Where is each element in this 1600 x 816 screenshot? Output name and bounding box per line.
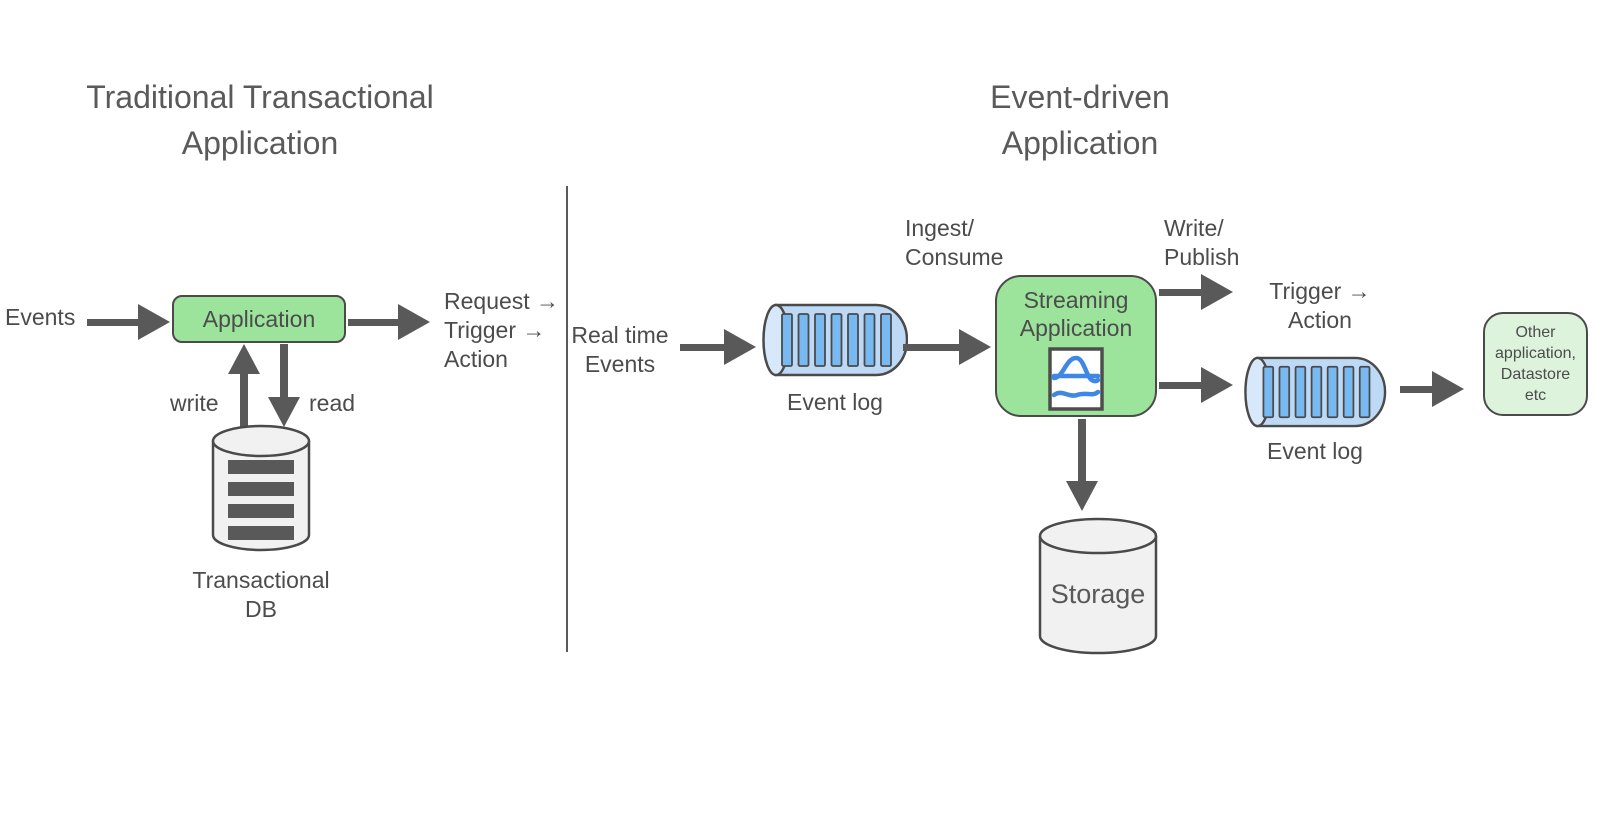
event-log-2-label: Event log — [1267, 438, 1363, 464]
arrow-head-icon — [724, 329, 756, 365]
arrow-realtime-to-log1 — [680, 329, 756, 365]
application-box: Application — [172, 295, 346, 343]
arrow-log1-to-streaming — [903, 329, 991, 365]
arrow-head-icon — [1201, 274, 1233, 310]
streaming-application-label: Streaming Application — [1019, 287, 1133, 341]
event-log-1-label: Event log — [787, 389, 883, 415]
event-log-1-icon — [762, 303, 908, 377]
storage-icon — [1038, 517, 1158, 655]
arrow-stem — [903, 343, 959, 351]
arrow-head-icon — [268, 397, 300, 427]
arrow-events-to-application — [87, 304, 170, 340]
arrow-streaming-to-storage — [1066, 419, 1098, 511]
arrow-write-up — [228, 344, 260, 427]
read-label: read — [309, 390, 356, 416]
realtime-events-label: Real time Events — [571, 322, 669, 377]
streaming-chart-icon — [1048, 347, 1104, 411]
write-label: write — [170, 390, 219, 416]
storage-label: Storage — [1050, 579, 1146, 609]
event-log-2-icon — [1244, 356, 1387, 428]
arrow-stem — [1400, 385, 1432, 393]
other-application-label: Other application, Datastore etc — [1495, 324, 1576, 404]
arrow-stem — [680, 343, 724, 351]
arrow-read-down — [268, 344, 300, 427]
section-divider — [566, 186, 568, 652]
arrow-stem — [348, 318, 398, 326]
trigger-action-label: Trigger → Action — [1269, 278, 1371, 333]
arrow-stem — [1159, 381, 1201, 389]
arrow-head-icon — [1066, 481, 1098, 511]
request-trigger-action-label: Request → Trigger → Action — [444, 288, 560, 372]
left-title: Traditional Transactional Application — [86, 79, 434, 161]
streaming-application-box: Streaming Application — [995, 275, 1157, 417]
write-publish-label: Write/ Publish — [1164, 215, 1240, 270]
application-box-label: Application — [202, 305, 316, 332]
database-icon — [211, 424, 311, 552]
arrow-streaming-to-trigger — [1159, 274, 1233, 310]
arrow-stem — [240, 374, 248, 427]
arrow-stem — [1078, 419, 1086, 481]
right-title: Event-driven Application — [990, 79, 1170, 161]
transactional-db-label: Transactional DB — [192, 567, 330, 622]
arrow-head-icon — [138, 304, 170, 340]
events-label: Events — [5, 304, 76, 330]
arrow-stem — [87, 318, 138, 326]
arrow-stem — [280, 344, 288, 397]
arrow-log2-to-other — [1400, 371, 1464, 407]
arrow-head-icon — [1201, 367, 1233, 403]
arrow-head-icon — [1432, 371, 1464, 407]
arrow-head-icon — [398, 304, 430, 340]
other-application-box: Other application, Datastore etc — [1483, 312, 1588, 416]
arrow-application-to-request — [348, 304, 430, 340]
arrow-stem — [1159, 288, 1201, 296]
ingest-consume-label: Ingest/ Consume — [905, 215, 1004, 270]
arrow-head-icon — [959, 329, 991, 365]
arrow-streaming-to-log2 — [1159, 367, 1233, 403]
arrow-head-icon — [228, 344, 260, 374]
